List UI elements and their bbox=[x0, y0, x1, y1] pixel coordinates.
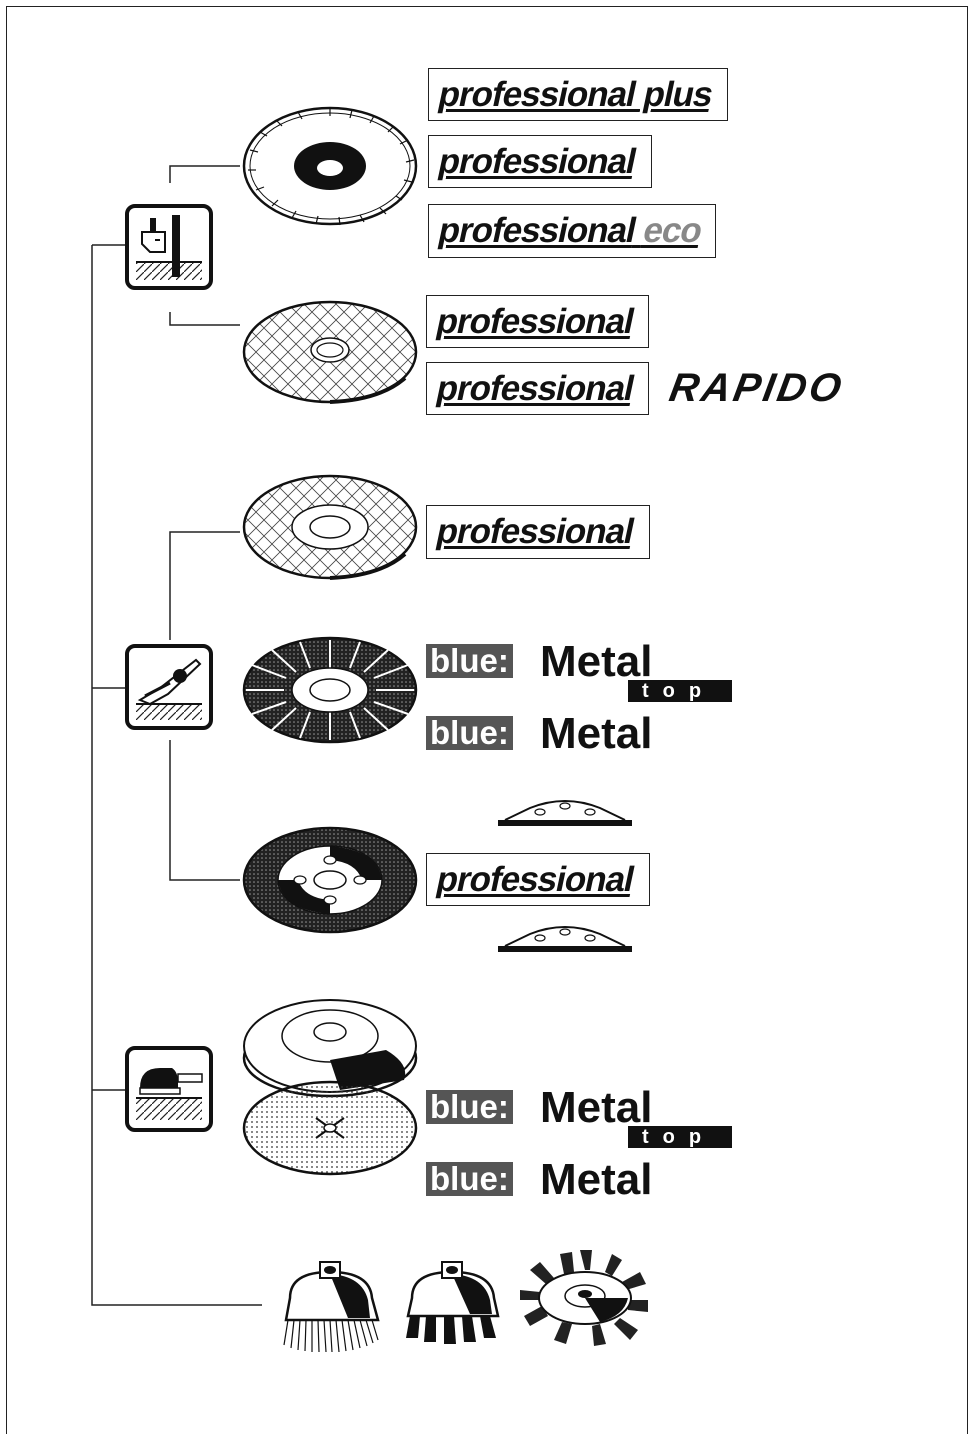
label-professional-flat-1: professional bbox=[426, 295, 649, 348]
blue-prefix: blue: bbox=[426, 716, 513, 750]
sander-icon bbox=[127, 1048, 211, 1130]
label-professional-plus: professional plus bbox=[428, 68, 728, 121]
label-professional-flat-2: professional bbox=[426, 362, 649, 415]
label-professional-text: professional bbox=[433, 512, 644, 552]
cutting-disc-flat bbox=[244, 302, 416, 402]
angle-grinder-icon bbox=[127, 646, 211, 728]
grinding-disc bbox=[244, 828, 416, 932]
top-badge: top bbox=[628, 680, 732, 702]
cutting-disc-depressed bbox=[244, 476, 416, 578]
flap-disc bbox=[244, 638, 416, 742]
label-professional-eco: professional eco bbox=[428, 204, 716, 258]
wire-cup-brush-knotted bbox=[406, 1262, 498, 1344]
blue-prefix: blue: bbox=[426, 1162, 513, 1196]
label-eco-main: professional bbox=[435, 211, 639, 250]
label-eco-suffix: eco bbox=[640, 211, 706, 250]
label-professional-grinding: professional bbox=[426, 853, 650, 906]
label-professional-diamond: professional bbox=[428, 135, 652, 188]
grinding-disc-profile-2 bbox=[498, 927, 632, 952]
bluemetal-logo-2: blue: Metal bbox=[426, 1162, 680, 1206]
label-professional-plus-text: professional plus bbox=[435, 75, 722, 115]
bluemetal-top-logo-2: blue: Metal top bbox=[426, 1090, 732, 1134]
wire-cup-brush-crimped bbox=[284, 1262, 378, 1352]
wire-wheel-brush bbox=[520, 1250, 648, 1346]
blue-prefix: blue: bbox=[426, 1090, 513, 1124]
label-professional-text: professional bbox=[433, 302, 643, 342]
metal-word: Metal bbox=[540, 1084, 652, 1132]
metal-word: Metal bbox=[540, 638, 652, 686]
label-professional-text: professional bbox=[433, 369, 643, 409]
label-professional-text: professional bbox=[433, 860, 644, 900]
blue-prefix: blue: bbox=[426, 644, 513, 678]
label-professional-text: professional bbox=[435, 142, 646, 182]
bluemetal-logo-1: blue: Metal bbox=[426, 716, 680, 760]
label-professional-depressed: professional bbox=[426, 505, 650, 559]
cut-off-stand-icon bbox=[127, 206, 211, 288]
top-badge: top bbox=[628, 1126, 732, 1148]
diamond-cutting-disc bbox=[244, 108, 416, 225]
sanding-disc bbox=[244, 1082, 416, 1174]
bluemetal-top-logo-1: blue: Metal top bbox=[426, 644, 732, 688]
metal-word: Metal bbox=[540, 1156, 652, 1204]
grinding-disc-profile-1 bbox=[498, 801, 632, 826]
metal-word: Metal bbox=[540, 710, 652, 758]
rapido-logo: RAPIDO bbox=[666, 366, 848, 411]
label-professional-eco-text: professional eco bbox=[435, 211, 710, 251]
connector-lines bbox=[92, 166, 262, 1305]
